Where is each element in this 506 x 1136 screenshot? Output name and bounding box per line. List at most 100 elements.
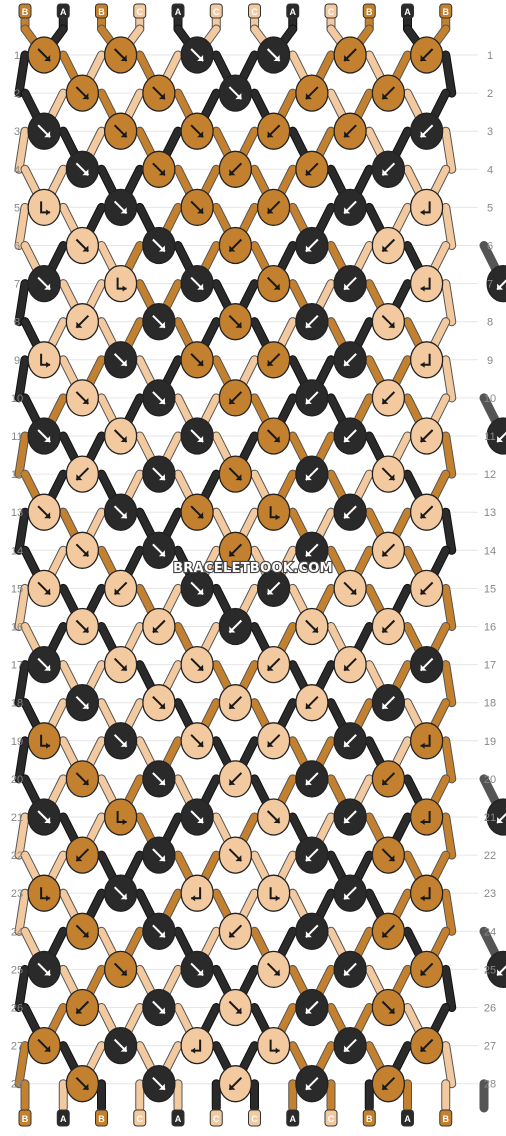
thread-letter-top: C (137, 7, 144, 17)
knot (295, 150, 329, 188)
thread-segment (15, 1042, 29, 1088)
thread-letter-bottom: C (213, 1114, 220, 1124)
knot (295, 988, 329, 1027)
knot-arrow-head (382, 397, 389, 404)
knot-arrow-head (158, 169, 165, 176)
knot-arrow-head (120, 740, 127, 747)
knot-arrow-head (197, 55, 204, 61)
row-number-left: 23 (11, 888, 23, 900)
row-number-right: 3 (487, 126, 493, 138)
thread-top-cap (401, 3, 414, 19)
knot-arrow-head (120, 436, 127, 442)
knot (65, 303, 100, 341)
knot-arrow-head (44, 588, 51, 595)
knot (371, 303, 406, 341)
knot-arrow-head (44, 512, 51, 519)
row-number-left: 18 (11, 698, 23, 710)
thread-top-cap (209, 3, 223, 19)
knot (486, 264, 506, 303)
knot (256, 264, 291, 303)
knot-arrow-head (191, 895, 196, 902)
row-number-right: 16 (484, 622, 496, 634)
knot (180, 722, 214, 760)
knot (333, 798, 367, 836)
knot-arrow-head (235, 1007, 242, 1014)
knot (371, 74, 406, 112)
thread-letter-top: C (328, 7, 335, 17)
knot-arrow-head (420, 361, 425, 368)
knot (103, 722, 138, 760)
knot-arrow-head (275, 895, 280, 902)
knot (103, 36, 138, 74)
knot-arrow-head (344, 817, 351, 823)
knot (103, 417, 138, 455)
knot (27, 417, 61, 455)
row-number-right: 22 (484, 850, 496, 862)
knot (180, 874, 214, 912)
thread-top-cap (286, 3, 300, 19)
knot (65, 226, 100, 265)
thread-letter-bottom: A (290, 1114, 297, 1124)
row-number-right: 14 (484, 545, 496, 557)
knot-arrow-head (382, 1083, 389, 1090)
row-number-left: 4 (14, 164, 20, 176)
thread-segment (15, 432, 29, 478)
knot-arrow-head (229, 626, 236, 633)
knot-arrow-head (305, 931, 312, 938)
row-number-right: 4 (487, 164, 493, 176)
knot-arrow-head (305, 245, 312, 252)
knot (371, 455, 406, 493)
knot-arrow-head (382, 931, 389, 938)
thread-bottom-cap (209, 1109, 223, 1127)
knot (256, 112, 291, 150)
knot (103, 569, 138, 608)
row-number-left: 25 (11, 964, 23, 976)
knot-arrow-head (82, 1083, 89, 1090)
knot (333, 264, 367, 303)
knot-arrow-head (388, 1007, 395, 1014)
knot-arrow-head (235, 855, 242, 862)
thread-segment (15, 127, 29, 173)
knot-arrow-head (420, 819, 425, 825)
knot-arrow-head (273, 283, 280, 290)
knot (180, 417, 214, 455)
knot (333, 645, 367, 684)
thread-letter-bottom: B (443, 1114, 450, 1124)
knot (218, 760, 253, 798)
knot-arrow-head (267, 664, 274, 671)
knot-arrow-head (158, 550, 165, 557)
thread-segment (442, 51, 456, 97)
thread-letter-top: C (251, 7, 258, 17)
knot-arrow-head (344, 131, 351, 138)
row-number-left: 20 (11, 774, 23, 786)
thread-segment (15, 51, 29, 97)
thread-top-cap (95, 3, 108, 19)
knot-arrow-head (305, 550, 312, 557)
row-number-right: 24 (484, 926, 496, 938)
knot-arrow-head (305, 1083, 312, 1090)
knot (409, 264, 444, 303)
knot-arrow-head (76, 321, 83, 328)
knot-arrow-head (382, 626, 389, 633)
knot (218, 684, 253, 722)
knot-arrow-head (120, 664, 127, 671)
knot (65, 150, 100, 188)
thread-letter-top: A (175, 7, 182, 17)
knot-arrow-head (82, 397, 89, 404)
knot (103, 645, 138, 684)
thread-bottom-cap (439, 1109, 453, 1127)
knot (486, 950, 506, 989)
knot-arrow-head (305, 93, 312, 100)
thread-letter-bottom: A (60, 1114, 67, 1124)
knot-arrow-head (191, 1047, 196, 1054)
thread-segment (442, 432, 456, 478)
knot-arrow-head (122, 285, 127, 292)
thread-letter-bottom: A (175, 1114, 182, 1124)
knot-arrow-head (229, 397, 236, 404)
knot (218, 303, 253, 341)
knot-arrow-head (82, 245, 89, 252)
knot-arrow-head (344, 1045, 351, 1052)
knot-arrow-head (273, 436, 280, 442)
thread-bottom-cap (56, 1109, 70, 1127)
knot (27, 722, 61, 760)
